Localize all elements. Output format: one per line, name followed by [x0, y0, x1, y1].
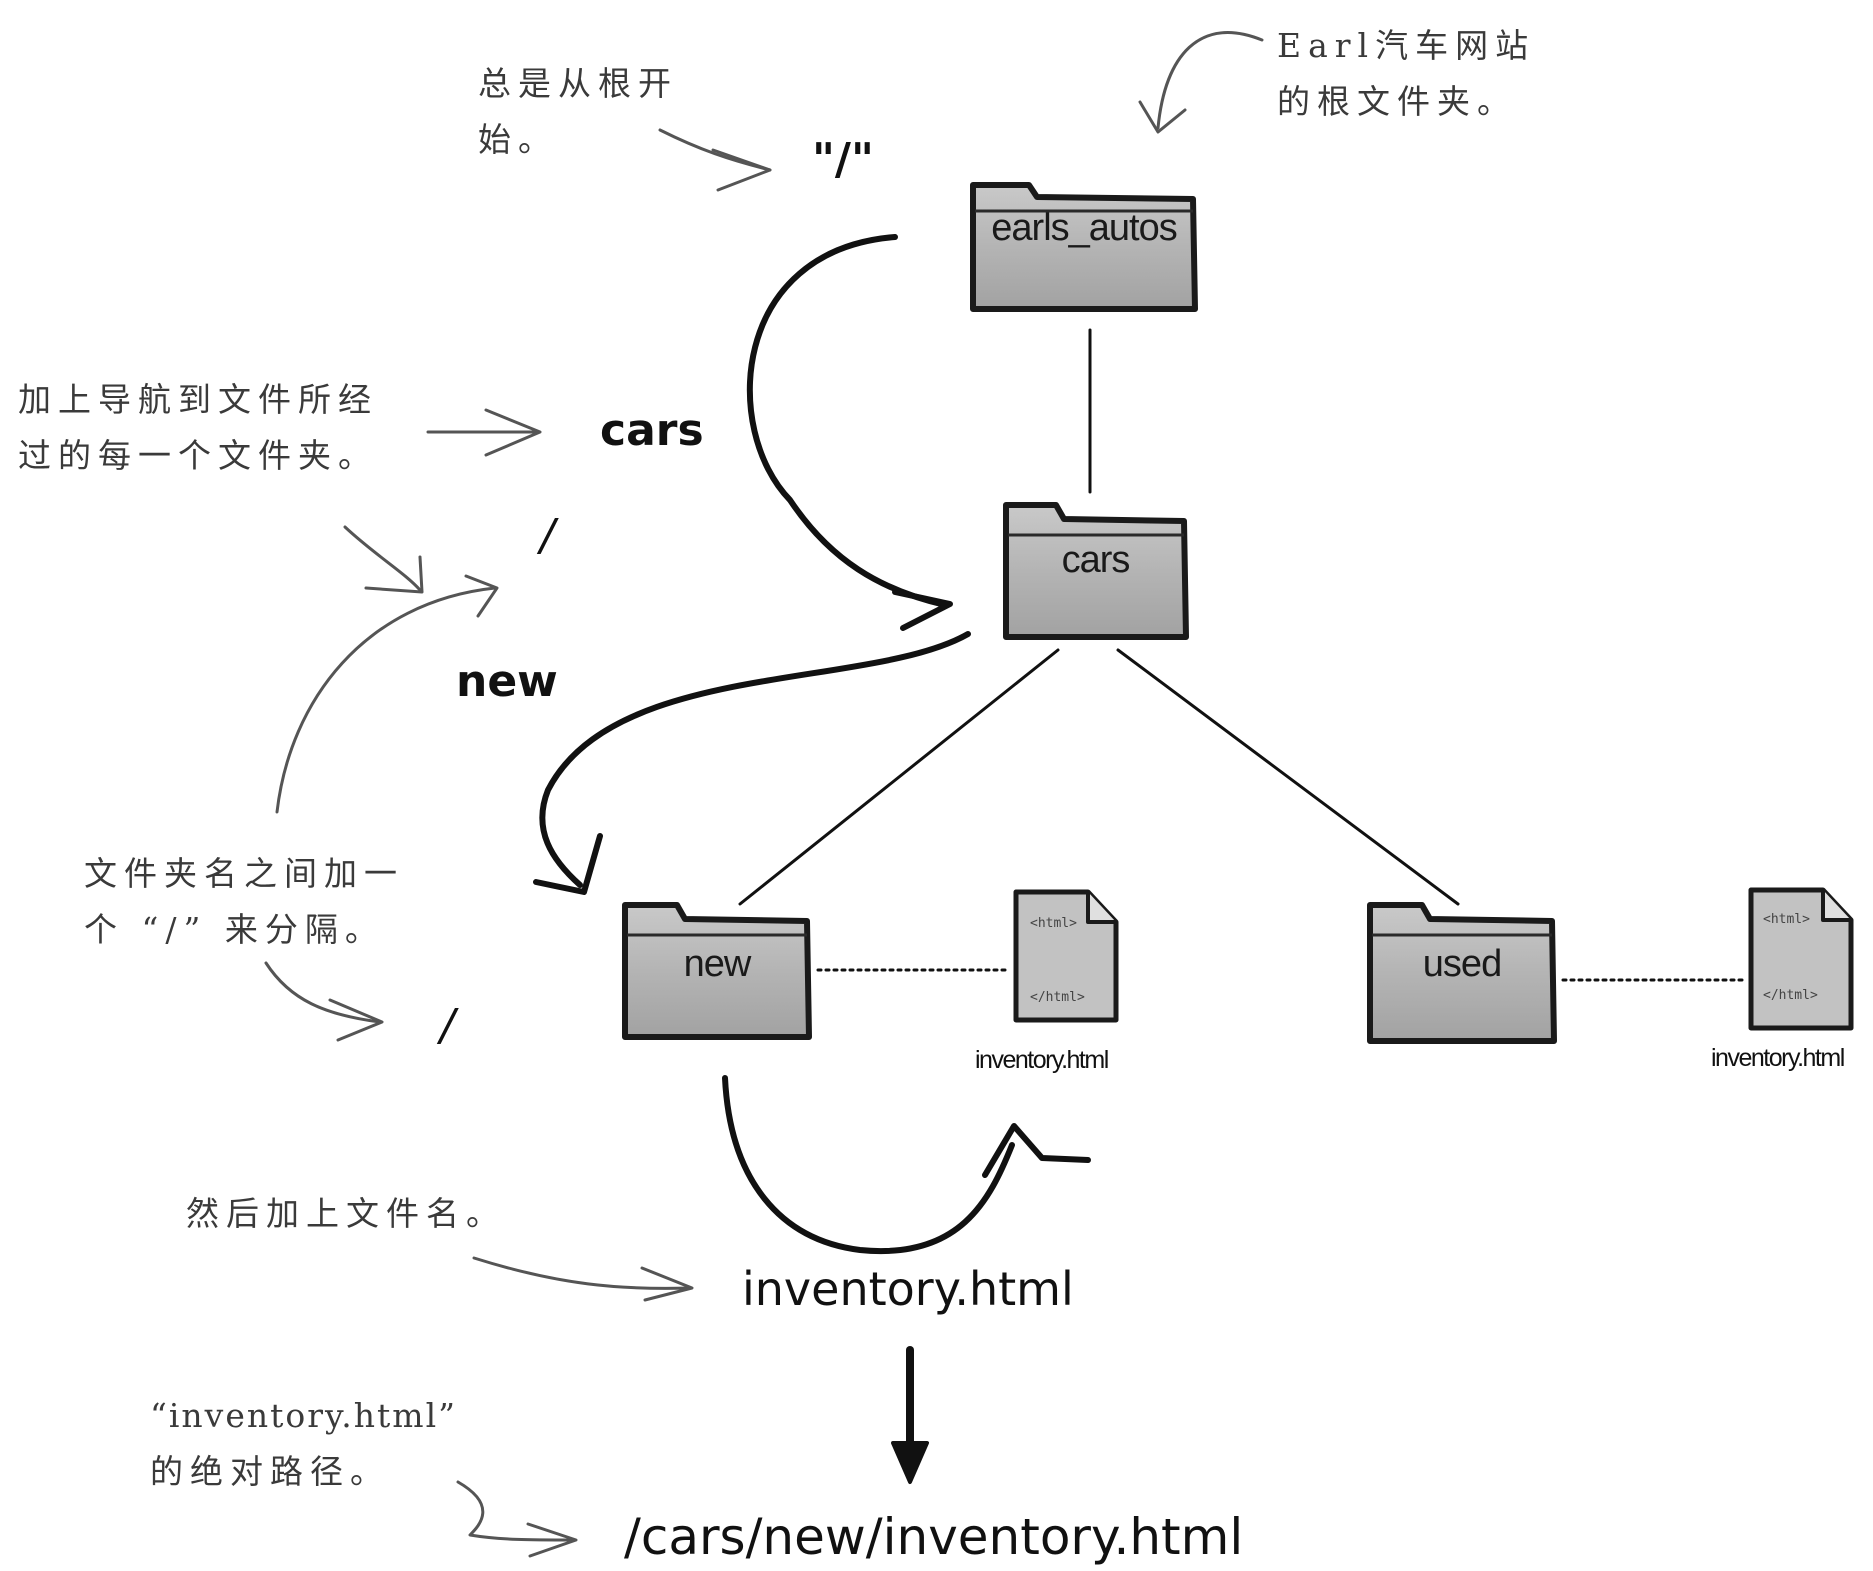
note-line: Earl汽车网站 — [1277, 26, 1536, 65]
note-line: 过的每一个文件夹。 — [18, 436, 378, 475]
arrow-new-to-file-head — [982, 1123, 1091, 1178]
root-slash-label: "/" — [812, 134, 874, 185]
folder-cars: cars — [998, 497, 1193, 645]
arrow-sep1-from-folders — [343, 525, 422, 592]
note-root-folder: Earl汽车网站 的根文件夹。 — [1277, 18, 1535, 130]
folder-label: cars — [1061, 539, 1131, 581]
path-separator-2: / — [440, 1000, 455, 1051]
arrow-filename-note-head — [640, 1266, 694, 1302]
html-file-icon — [1748, 887, 1854, 1031]
arrow-absolute-note-head — [526, 1522, 578, 1558]
html-open-tag: <html> — [1030, 916, 1077, 931]
note-line: 的根文件夹。 — [1277, 82, 1517, 121]
arrow-sep2 — [264, 961, 382, 1024]
path-separator-1: / — [540, 510, 555, 561]
arrow-cars-to-new — [539, 631, 971, 888]
absolute-path: /cars/new/inventory.html — [624, 1508, 1244, 1566]
note-line: 文件夹名之间加一 — [84, 854, 404, 893]
file-new-inventory: <html> </html> — [1010, 886, 1122, 1026]
arrow-new-to-file — [722, 1075, 1015, 1255]
note-line: 然后加上文件名。 — [186, 1194, 506, 1233]
arrow-root-note — [1156, 31, 1264, 130]
html-open-tag: <html> — [1763, 912, 1810, 927]
arrow-sep1-from-folders-head — [364, 555, 424, 594]
folder-icon — [970, 182, 1198, 312]
arrow-sep1-from-sepnote — [275, 586, 497, 814]
folder-new: new — [617, 897, 817, 1045]
arrow-down-to-path-head — [891, 1441, 929, 1484]
path-segment-new: new — [456, 656, 558, 707]
path-filename: inventory.html — [742, 1262, 1074, 1316]
folder-label: used — [1422, 943, 1502, 985]
note-line: 加上导航到文件所经 — [18, 380, 378, 419]
folder-icon — [622, 902, 812, 1040]
note-start-root: 总是从根开 始。 — [478, 56, 678, 168]
note-line: 个 “/” 来分隔。 — [84, 910, 385, 949]
html-close-tag: </html> — [1030, 990, 1085, 1005]
tree-line-cars-new — [738, 648, 1060, 906]
folder-label: earls_autos — [991, 207, 1177, 249]
arrow-root-to-cars — [746, 234, 948, 608]
arrow-cars-to-new-head — [533, 833, 603, 895]
note-separator: 文件夹名之间加一 个 “/” 来分隔。 — [84, 846, 404, 958]
folder-icon — [1367, 902, 1557, 1044]
note-line: 始。 — [478, 120, 558, 159]
tree-line-cars-used — [1116, 648, 1460, 906]
arrow-sep1-from-sepnote-head — [464, 574, 499, 618]
arrow-filename-note — [472, 1256, 692, 1290]
arrow-absolute-note — [456, 1480, 577, 1542]
note-line: 总是从根开 — [478, 64, 678, 103]
note-line: 的绝对路径。 — [150, 1452, 390, 1491]
arrow-folders-note-head — [484, 408, 542, 457]
note-add-folders: 加上导航到文件所经 过的每一个文件夹。 — [18, 372, 378, 484]
folder-icon — [1003, 502, 1189, 640]
arrow-root-to-cars-head — [892, 589, 953, 631]
note-line: “inventory.html” — [150, 1396, 457, 1435]
folder-used: used — [1362, 897, 1562, 1049]
file-used-caption: inventory.html — [1711, 1044, 1845, 1072]
folder-earls-autos: earls_autos — [965, 177, 1203, 317]
note-add-filename: 然后加上文件名。 — [186, 1186, 506, 1242]
arrow-sep2-head — [328, 998, 384, 1042]
html-file-icon — [1013, 889, 1119, 1023]
path-segment-cars: cars — [600, 405, 704, 456]
arrow-root-note-head — [1138, 100, 1187, 134]
html-close-tag: </html> — [1763, 988, 1818, 1003]
arrow-start-note-head — [711, 148, 772, 192]
file-new-caption: inventory.html — [975, 1046, 1109, 1074]
folder-label: new — [683, 943, 752, 985]
note-absolute-path: “inventory.html” 的绝对路径。 — [150, 1388, 457, 1500]
file-used-inventory: <html> </html> — [1745, 884, 1857, 1036]
